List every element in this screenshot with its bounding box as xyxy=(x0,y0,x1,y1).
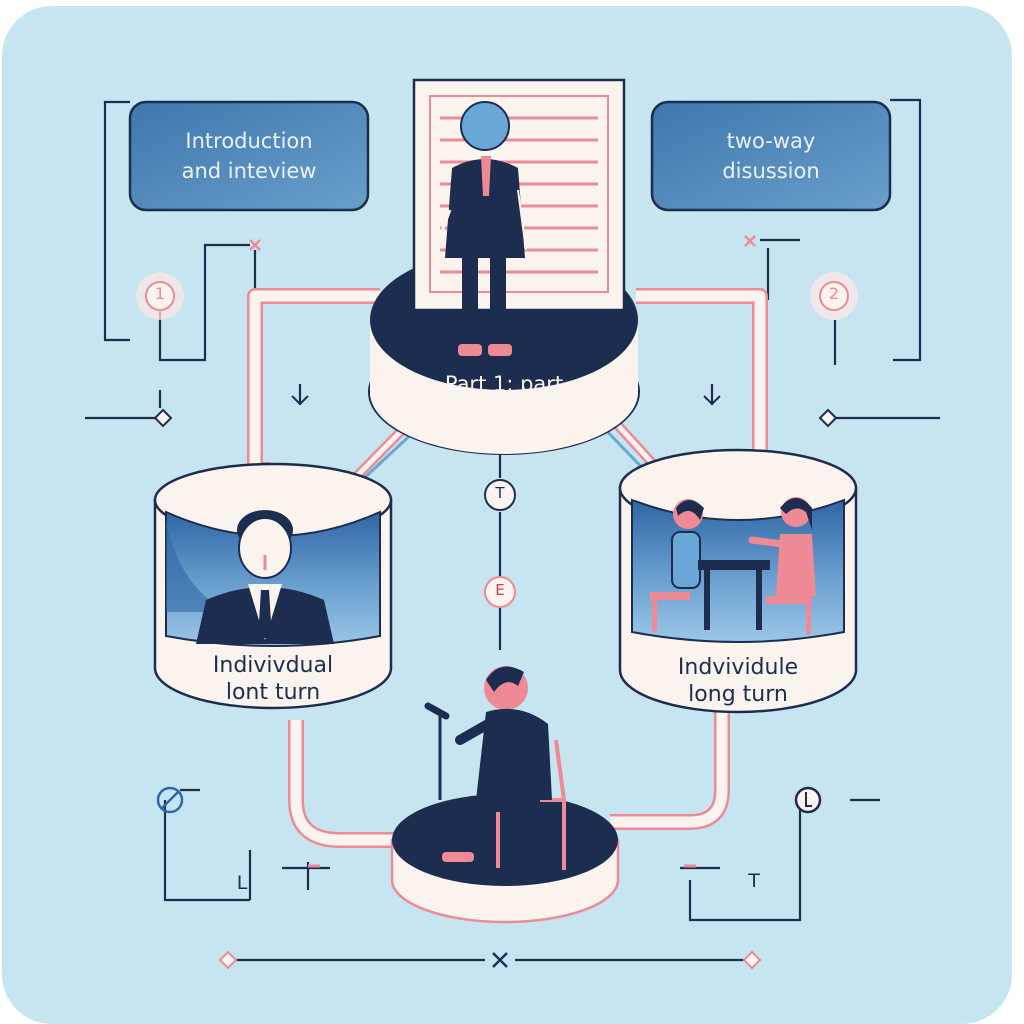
right-connectors xyxy=(710,98,940,420)
right-drum xyxy=(618,448,858,714)
standing-person xyxy=(438,101,527,356)
intro-box xyxy=(128,100,370,212)
x-marks xyxy=(249,235,756,968)
chevron-marks xyxy=(291,395,721,406)
diamond-marks xyxy=(153,408,838,970)
left-connectors xyxy=(85,100,302,420)
bottom-platform xyxy=(390,666,620,924)
center-platform xyxy=(368,78,640,455)
marker-circles xyxy=(136,272,858,814)
discussion-box xyxy=(650,100,892,212)
left-drum xyxy=(153,462,393,710)
